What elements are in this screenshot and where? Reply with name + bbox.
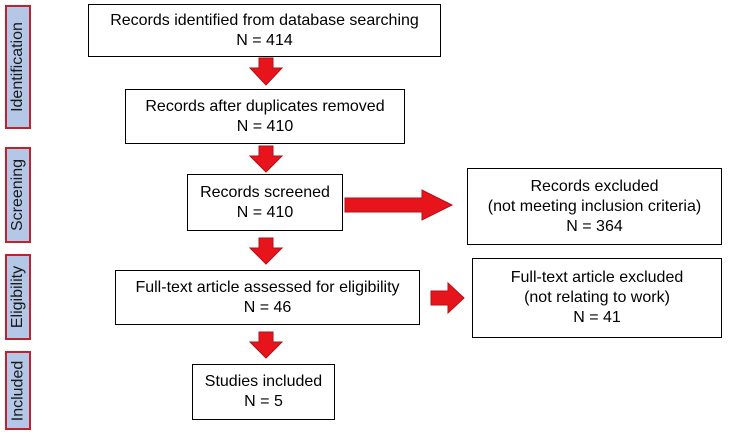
box-records-screened-title: Records screened: [200, 183, 330, 201]
stage-tab-eligibility: Eligibility: [5, 254, 31, 340]
box-records-dedup-count: N = 410: [236, 117, 294, 135]
box-studies-included-title: Studies included: [204, 373, 323, 390]
box-records-identified-title: Records identified from database searchi…: [110, 11, 419, 29]
box-fulltext-assessed-title: Full-text article assessed for eligibili…: [135, 278, 400, 296]
box-records-identified: Records identified from database searchi…: [88, 4, 441, 57]
arrow-down-2: [248, 145, 284, 173]
arrow-down-3: [248, 237, 284, 265]
arrow-down-4: [248, 331, 284, 359]
box-records-excluded-count: N = 364: [566, 217, 623, 235]
box-fulltext-excluded: Full-text article excluded (not relating…: [472, 258, 722, 338]
arrow-right-screened: [344, 189, 454, 221]
stage-tab-identification: Identification: [5, 5, 31, 129]
box-records-screened: Records screened N = 410: [187, 174, 343, 231]
arrow-down-1: [248, 57, 284, 86]
box-records-dedup-title: Records after duplicates removed: [145, 97, 385, 115]
box-fulltext-excluded-count: N = 41: [573, 309, 621, 326]
box-fulltext-assessed: Full-text article assessed for eligibili…: [115, 270, 420, 325]
stage-tab-included: Included: [5, 351, 31, 430]
box-studies-included-count: N = 5: [244, 393, 283, 410]
box-fulltext-excluded-reason: (not relating to work): [524, 289, 670, 306]
box-records-identified-count: N = 414: [236, 31, 293, 49]
stage-tab-screening: Screening: [5, 147, 31, 243]
box-records-screened-count: N = 410: [236, 203, 294, 221]
box-fulltext-excluded-title: Full-text article excluded: [510, 269, 684, 286]
box-records-excluded: Records excluded (not meeting inclusion …: [467, 168, 722, 245]
box-records-excluded-reason: (not meeting inclusion criteria): [487, 197, 702, 215]
box-records-dedup: Records after duplicates removed N = 410: [125, 89, 405, 144]
box-records-excluded-title: Records excluded: [530, 177, 659, 195]
box-fulltext-assessed-count: N = 46: [243, 298, 292, 316]
arrow-right-fulltext: [430, 281, 465, 315]
box-studies-included: Studies included N = 5: [192, 364, 335, 420]
